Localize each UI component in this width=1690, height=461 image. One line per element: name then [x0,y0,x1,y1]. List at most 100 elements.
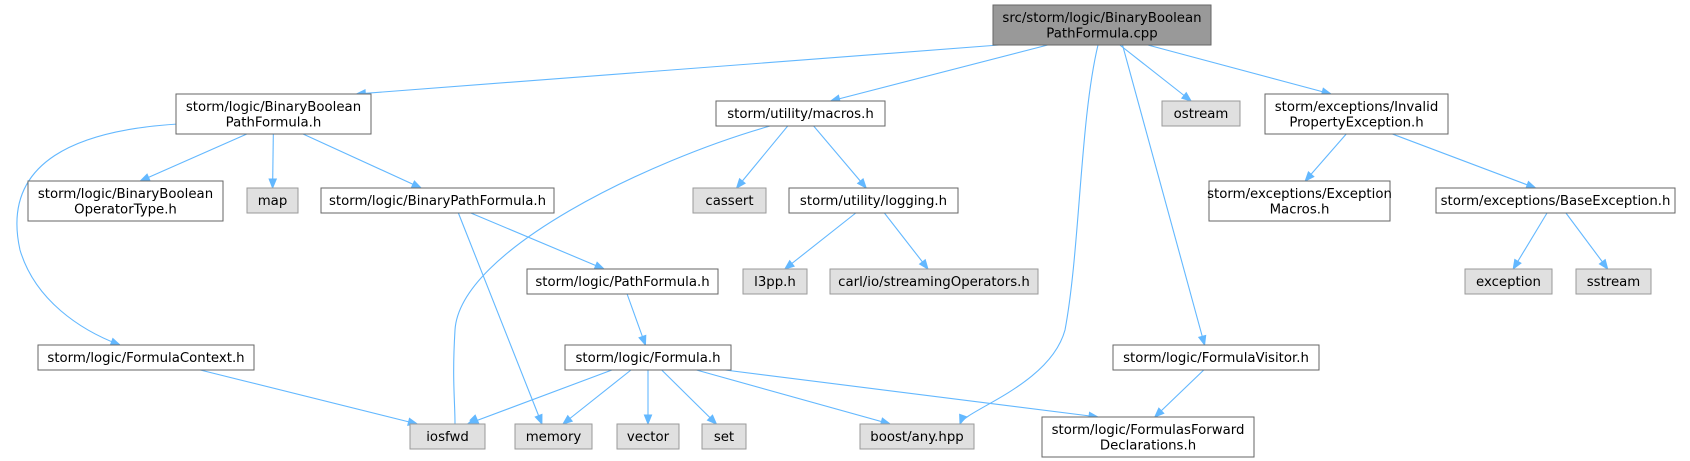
edge-arrowhead [561,414,574,425]
edge-macros_h-to-logging_h [813,125,868,190]
edge-formula_h-to-memory [561,369,632,425]
node-l3pp_h: l3pp.h [742,268,808,295]
edge-arrowhead [268,178,278,190]
node-label: sstream [1587,275,1641,290]
node-box [992,4,1212,46]
node-label: storm/logic/PathFormula.h [535,275,709,290]
edge-arrowhead [1512,258,1522,271]
node-box [246,187,299,214]
node-label: storm/utility/macros.h [727,107,874,122]
edge-formula_h-to-iosfwd [466,369,613,425]
node-fctx_h[interactable]: storm/logic/FormulaContext.h [37,344,255,371]
node-label: storm/exceptions/Exception [1207,187,1392,202]
edge-line [959,44,1099,425]
node-invalid_h[interactable]: storm/exceptions/InvalidPropertyExceptio… [1264,93,1449,135]
edge-line [784,212,857,270]
node-memory: memory [514,423,593,450]
node-box [564,344,732,371]
node-pf_h[interactable]: storm/logic/PathFormula.h [526,268,719,295]
node-label: storm/exceptions/BaseException.h [1441,194,1671,209]
node-box [1435,187,1676,214]
edge-line [736,125,789,189]
edge-invalid_h-to-baseexc_h [1392,133,1537,189]
node-box [514,423,593,450]
edge-line [1147,44,1332,95]
edge-arrowhead [1180,91,1193,102]
edge-arrowhead [638,334,647,347]
node-set: set [701,423,747,450]
edge-arrowhead [1304,170,1315,183]
node-label: src/storm/logic/BinaryBoolean [1002,11,1201,26]
edge-baseexc_h-to-exception [1512,212,1548,271]
edge-fctx_h-to-iosfwd [200,369,419,426]
node-ffwd_h[interactable]: storm/logic/FormulasForwardDeclarations.… [1041,416,1255,458]
node-box [701,423,747,450]
edge-line [302,133,422,189]
node-carl_h: carl/io/streamingOperators.h [829,268,1039,295]
edge-arrowhead [1153,407,1165,418]
node-label: iosfwd [426,430,469,445]
node-iosfwd: iosfwd [409,423,486,450]
node-label: storm/logic/BinaryBoolean [186,100,361,115]
node-box [788,187,959,214]
edge-arrowhead [139,173,151,182]
node-label: storm/utility/logging.h [800,194,947,209]
edge-formula_h-to-ffwd_h [724,369,1100,421]
edge-logging_h-to-l3pp_h [783,212,857,270]
edge-line [457,212,543,425]
edge-pf_h-to-formula_h [626,293,647,347]
node-box [1112,344,1320,371]
node-box [1575,268,1652,295]
node-label: set [714,430,734,445]
node-label: storm/logic/FormulaContext.h [47,351,244,366]
node-root[interactable]: src/storm/logic/BinaryBooleanPathFormula… [992,4,1212,46]
node-label: PropertyException.h [1289,115,1423,130]
node-label: Declarations.h [1100,438,1196,453]
edge-line [1392,133,1536,189]
edge-baseexc_h-to-sstream [1565,212,1609,271]
node-box [175,93,372,135]
node-fvisitor_h[interactable]: storm/logic/FormulaVisitor.h [1112,344,1320,371]
edge-bbpf_h-to-map [268,133,278,190]
edge-arrowhead [410,180,423,189]
node-macros_h[interactable]: storm/utility/macros.h [715,100,886,127]
node-ostream: ostream [1161,100,1241,127]
edge-arrowhead [918,258,929,271]
node-box [320,187,555,214]
node-bpf_h[interactable]: storm/logic/BinaryPathFormula.h [320,187,555,214]
node-label: storm/logic/FormulaVisitor.h [1123,351,1309,366]
node-label: PathFormula.h [226,115,322,130]
edge-line [140,133,248,182]
node-label: vector [627,430,670,445]
edge-line [661,369,717,425]
edge-line [16,123,179,346]
edge-arrowhead [534,413,543,426]
node-box [692,187,767,214]
edge-arrowhead [643,414,653,426]
node-label: carl/io/streamingOperators.h [838,275,1030,290]
node-box [1208,180,1391,222]
edge-arrowhead [783,259,795,270]
node-logging_h[interactable]: storm/utility/logging.h [788,187,959,214]
edge-line [470,212,605,270]
edge-bbpf_h-to-fctx_h [16,123,179,346]
edge-root-to-fvisitor_h [1121,44,1207,347]
node-label: storm/logic/BinaryBoolean [38,187,213,202]
edge-fvisitor_h-to-ffwd_h [1153,369,1205,418]
node-label: OperatorType.h [74,202,177,217]
edge-line [830,44,1048,102]
node-formula_h[interactable]: storm/logic/Formula.h [564,344,732,371]
edge-arrowhead [1598,258,1609,271]
node-baseexc_h[interactable]: storm/exceptions/BaseException.h [1435,187,1676,214]
node-label: exception [1476,275,1541,290]
node-label: storm/logic/BinaryPathFormula.h [329,194,546,209]
edge-bpf_h-to-pf_h [470,212,606,270]
edge-line [696,369,891,425]
edge-root-to-invalid_h [1147,44,1333,96]
edge-bbpf_h-to-bbot_h [139,133,248,182]
edge-line [1121,44,1206,346]
node-label: cassert [705,194,753,209]
